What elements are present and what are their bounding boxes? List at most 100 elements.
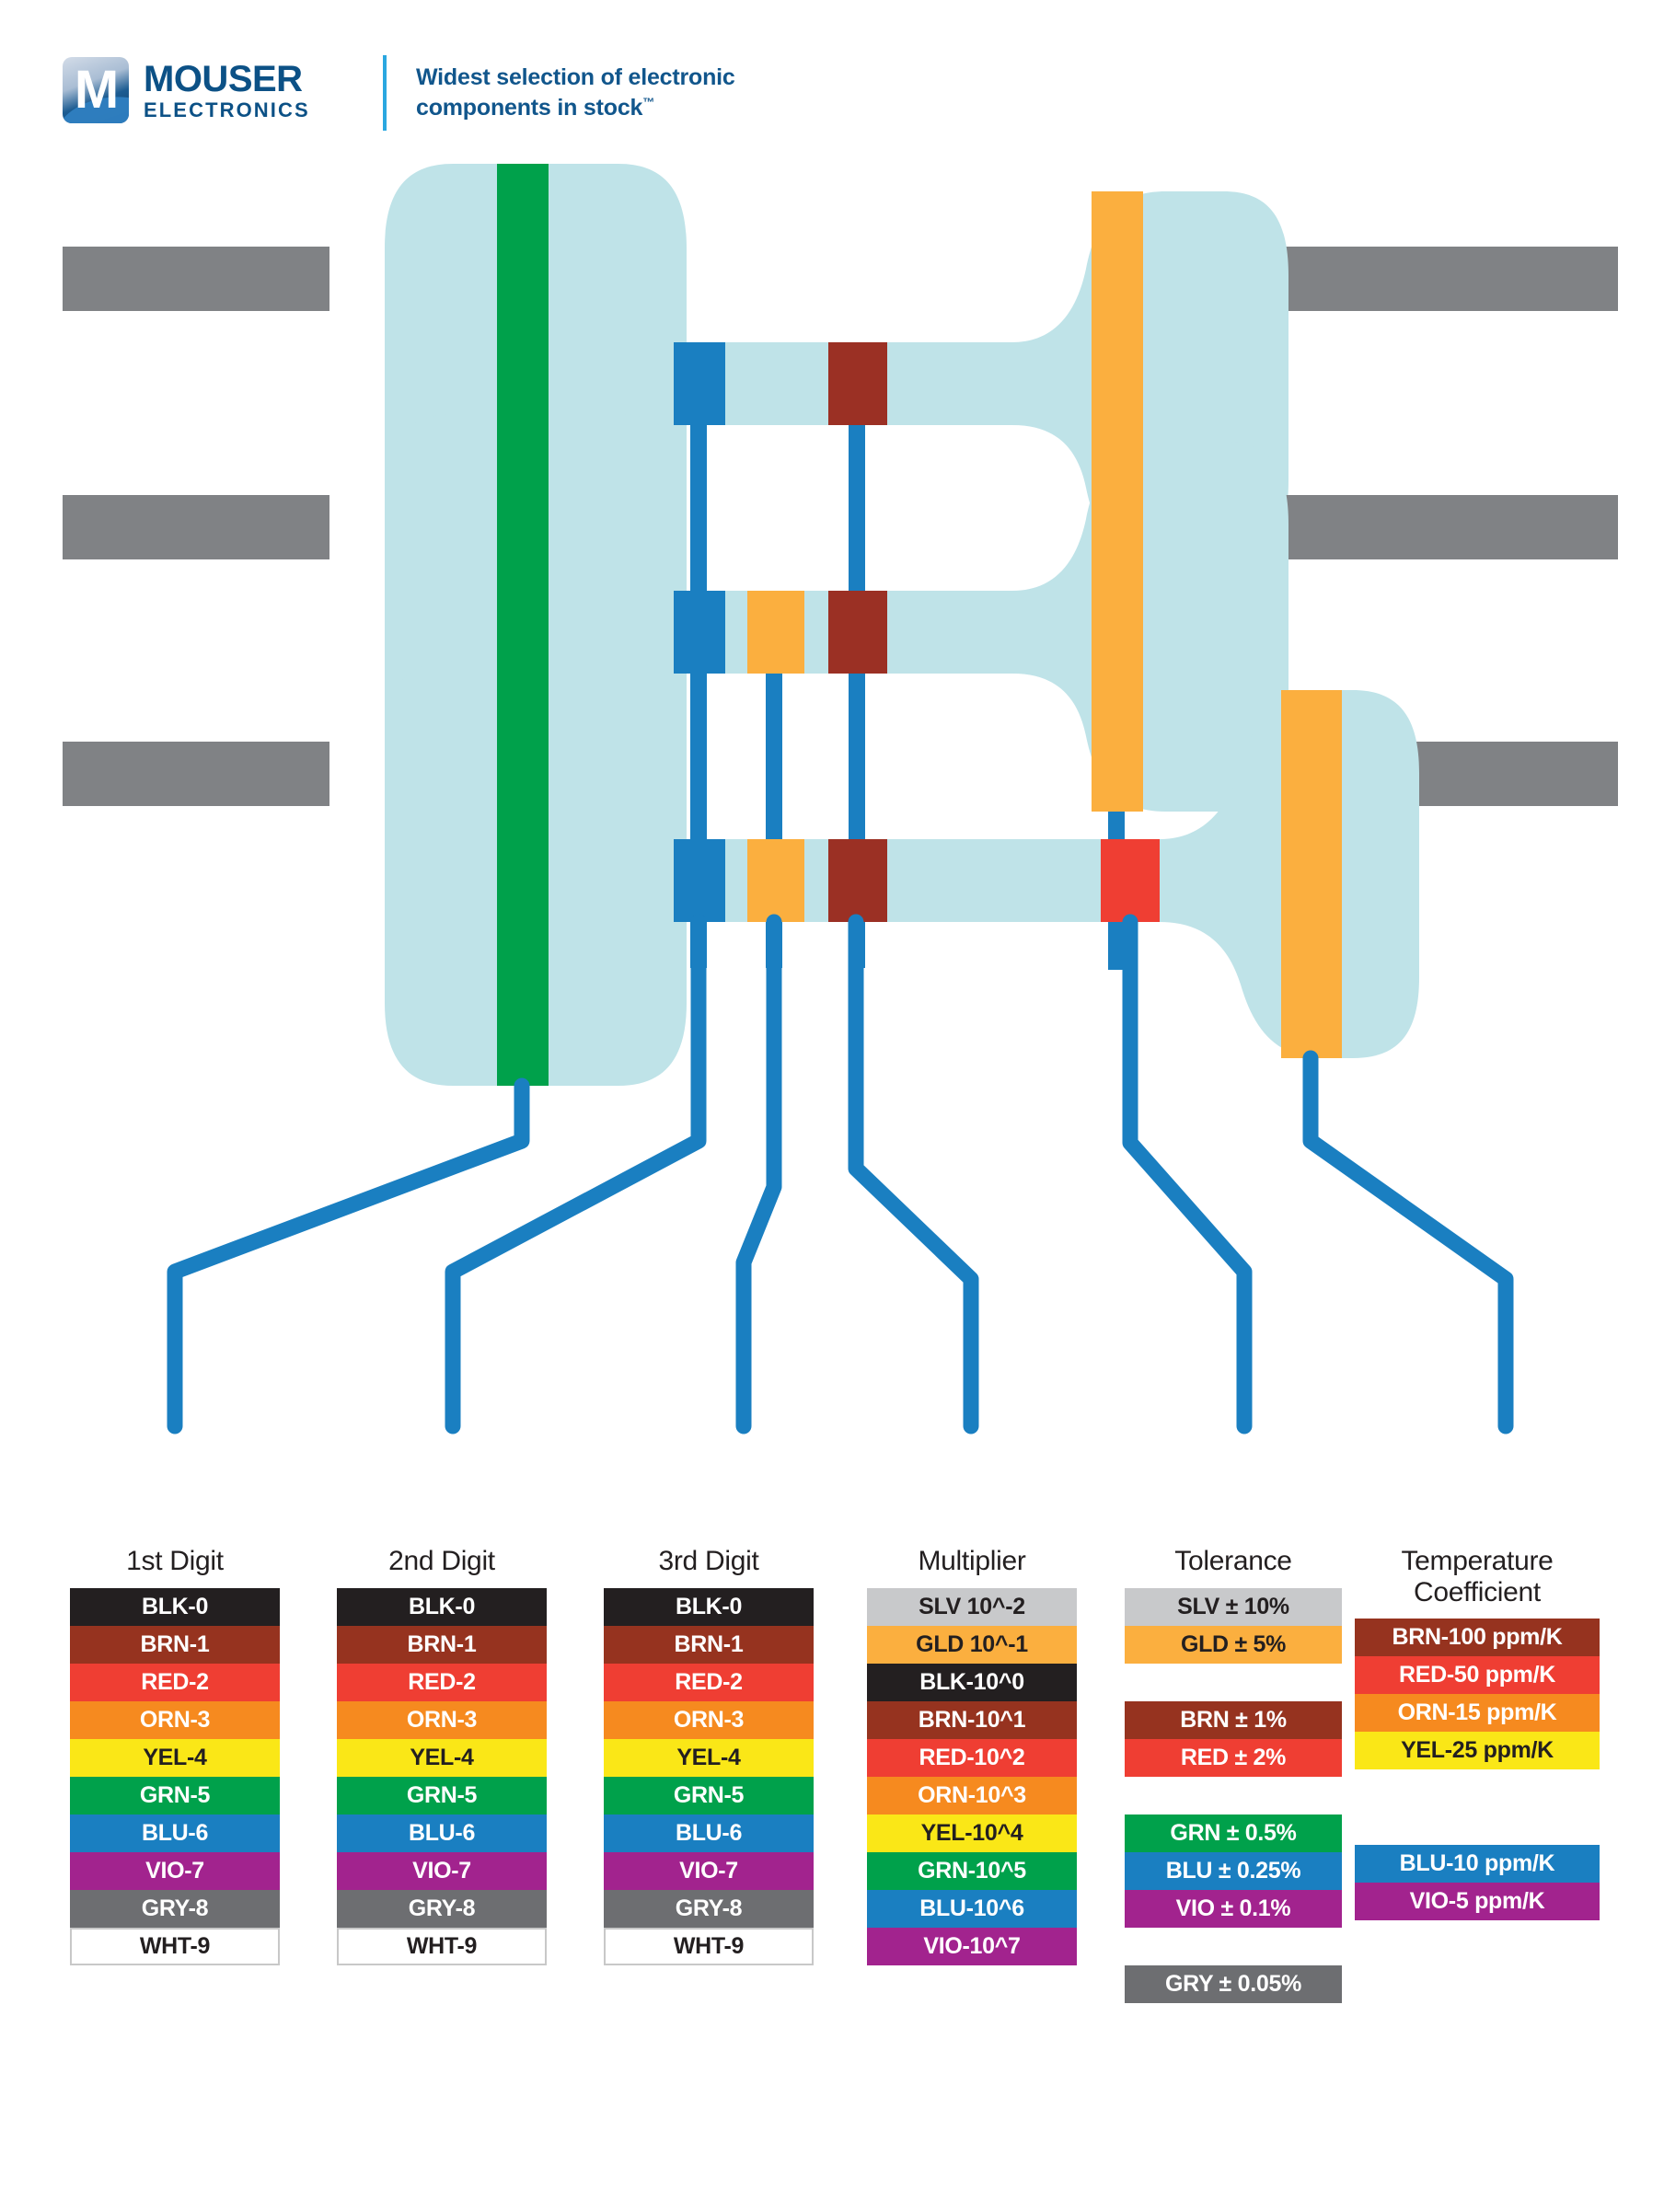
mouser-logo-mark-icon: M: [63, 57, 129, 123]
legend-title-third-digit: 3rd Digit: [658, 1546, 759, 1576]
legend-swatch[interactable]: YEL-4: [337, 1738, 547, 1777]
legend-swatch[interactable]: YEL-4: [604, 1738, 814, 1777]
legend-swatch[interactable]: VIO ± 0.1%: [1125, 1889, 1342, 1928]
legend-swatch[interactable]: GRY-8: [70, 1889, 280, 1928]
legend-swatch[interactable]: BLU-10^6: [867, 1889, 1077, 1928]
legend-swatch[interactable]: RED-2: [337, 1663, 547, 1701]
legend-swatch[interactable]: ORN-3: [70, 1700, 280, 1739]
legend-swatch[interactable]: BRN-10^1: [867, 1700, 1077, 1739]
tagline-line-1: Widest selection of electronic: [416, 64, 735, 90]
legend-swatch[interactable]: VIO-7: [604, 1851, 814, 1890]
legend-swatch[interactable]: ORN-3: [337, 1700, 547, 1739]
legend-swatch[interactable]: BLU-6: [70, 1814, 280, 1852]
legend-swatch-spacer: [1125, 1777, 1342, 1815]
legend-swatch-spacer: [1355, 1807, 1600, 1845]
legend-title-tolerance: Tolerance: [1174, 1546, 1292, 1576]
legend-swatch[interactable]: BLK-10^0: [867, 1663, 1077, 1701]
logo-letter-m: M: [74, 60, 119, 120]
legend-swatch[interactable]: GLD ± 5%: [1125, 1625, 1342, 1664]
legend-swatch-spacer: [1125, 1664, 1342, 1701]
legend-swatch[interactable]: YEL-25 ppm/K: [1355, 1732, 1600, 1770]
leader-line-2nd-digit: [445, 914, 707, 1434]
legend-swatch[interactable]: WHT-9: [337, 1927, 547, 1965]
legend-swatch[interactable]: GRN-5: [70, 1776, 280, 1815]
legend-swatch[interactable]: BRN-1: [604, 1625, 814, 1664]
resistor-2-lead-left: [63, 495, 329, 559]
legend-swatch[interactable]: GLD 10^-1: [867, 1625, 1077, 1664]
legend-swatch[interactable]: GRY-8: [604, 1889, 814, 1928]
leader-line-tolerance: [1122, 914, 1253, 1434]
legend-swatch[interactable]: ORN-15 ppm/K: [1355, 1694, 1600, 1733]
wordmark-mouser: MOUSER: [144, 58, 303, 99]
legend-swatch[interactable]: YEL-10^4: [867, 1814, 1077, 1852]
legend-swatch[interactable]: BRN-1: [70, 1625, 280, 1664]
resistor-2-lead-right: [1250, 495, 1618, 559]
legend-swatch[interactable]: VIO-7: [337, 1851, 547, 1890]
legend-swatch-spacer: [1125, 1928, 1342, 1965]
legend-swatch[interactable]: RED-2: [70, 1663, 280, 1701]
legend-swatch[interactable]: BLK-0: [70, 1587, 280, 1626]
legend-swatch[interactable]: GRN-5: [337, 1776, 547, 1815]
legend-swatch[interactable]: SLV 10^-2: [867, 1587, 1077, 1626]
legend-swatch[interactable]: WHT-9: [604, 1927, 814, 1965]
legend-swatch[interactable]: ORN-10^3: [867, 1776, 1077, 1815]
resistor-3-band-multiplier: [828, 839, 887, 922]
legend-swatch[interactable]: RED ± 2%: [1125, 1738, 1342, 1777]
legend-swatch[interactable]: BLU-6: [337, 1814, 547, 1852]
legend-swatch[interactable]: VIO-10^7: [867, 1927, 1077, 1965]
resistor-3-band-temp-coeff: [1281, 690, 1342, 1058]
page-header: M MOUSER ELECTRONICS Widest selection of…: [0, 0, 1664, 156]
leader-line-multiplier: [848, 914, 979, 1434]
resistor-1-band-2nd-digit: [674, 342, 725, 425]
resistor-2-band-multiplier: [828, 591, 887, 674]
legend-swatch[interactable]: BLU-6: [604, 1814, 814, 1852]
tagline-line-2: components in stock: [416, 95, 643, 121]
legend-title-temperature-coefficient: Temperature Coefficient: [1401, 1546, 1554, 1607]
legend-swatch[interactable]: SLV ± 10%: [1125, 1587, 1342, 1626]
legend-swatch[interactable]: BRN-100 ppm/K: [1355, 1619, 1600, 1657]
legend-swatch[interactable]: GRY-8: [337, 1889, 547, 1928]
legend-swatch[interactable]: WHT-9: [70, 1927, 280, 1965]
legend-swatch[interactable]: BRN ± 1%: [1125, 1700, 1342, 1739]
legend-swatch[interactable]: BLU ± 0.25%: [1125, 1851, 1342, 1890]
legend-swatch[interactable]: VIO-7: [70, 1851, 280, 1890]
header-divider: [383, 55, 387, 131]
tagline-line-2-wrapper: components in stock™: [416, 93, 735, 123]
legend-swatch[interactable]: RED-2: [604, 1663, 814, 1701]
legend-swatch[interactable]: VIO-5 ppm/K: [1355, 1883, 1600, 1921]
resistor-1-lead-left: [63, 247, 329, 311]
legend-swatch[interactable]: RED-50 ppm/K: [1355, 1656, 1600, 1695]
wordmark-electronics: ELECTRONICS: [144, 98, 310, 121]
resistor-diagram: [0, 138, 1664, 1555]
resistor-2-band-3rd-digit: [747, 591, 804, 674]
legend-swatch[interactable]: BRN-1: [337, 1625, 547, 1664]
resistor-3-band-3rd-digit: [747, 839, 804, 922]
legend-swatch-spacer: [1355, 1769, 1600, 1807]
legend-title-multiplier: Multiplier: [918, 1546, 1026, 1576]
legend-swatch[interactable]: GRN-10^5: [867, 1851, 1077, 1890]
leader-line-1st-digit: [167, 1077, 530, 1434]
legend-swatch[interactable]: GRN-5: [604, 1776, 814, 1815]
resistor-3-lead-left: [63, 742, 329, 806]
legend-swatch[interactable]: BLK-0: [604, 1587, 814, 1626]
resistor-3-band-1st-digit: [497, 661, 549, 1086]
legend-swatch[interactable]: GRN ± 0.5%: [1125, 1814, 1342, 1852]
legend-rows-tolerance: SLV ± 10%GLD ± 5% BRN ± 1%RED ± 2% GRN ± 0…: [1125, 1587, 1342, 2003]
legend-swatch[interactable]: BLK-0: [337, 1587, 547, 1626]
trademark-symbol: ™: [642, 95, 655, 109]
resistor-3-band-tolerance: [1101, 839, 1160, 922]
legend-swatch[interactable]: ORN-3: [604, 1700, 814, 1739]
mouser-logo[interactable]: M MOUSER ELECTRONICS: [63, 57, 310, 123]
legend-swatch[interactable]: GRY ± 0.05%: [1125, 1964, 1342, 2003]
legend-swatch[interactable]: RED-10^2: [867, 1738, 1077, 1777]
legend-swatch[interactable]: BLU-10 ppm/K: [1355, 1845, 1600, 1884]
legend-swatch[interactable]: YEL-4: [70, 1738, 280, 1777]
